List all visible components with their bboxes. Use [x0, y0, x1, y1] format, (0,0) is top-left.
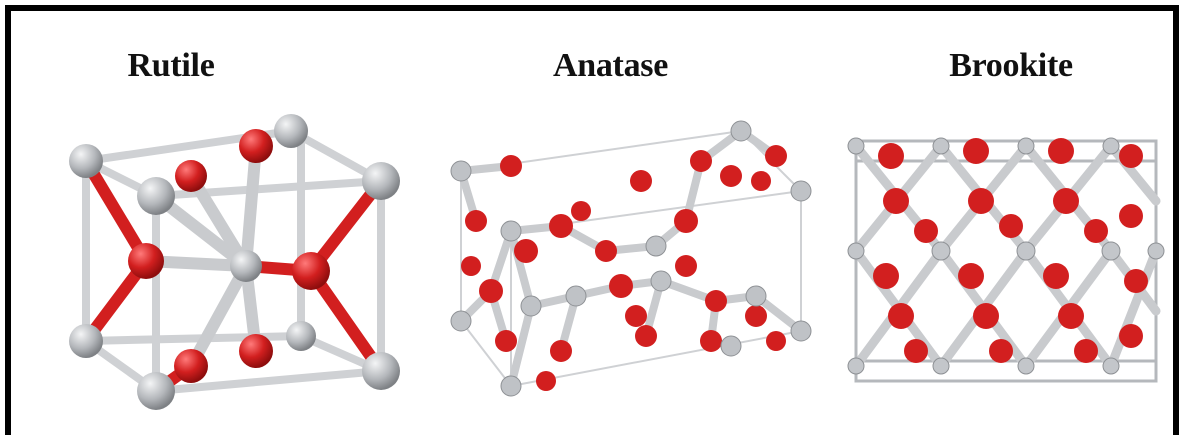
rutile-structure — [69, 114, 400, 410]
panel-title-brookite: Brookite — [949, 47, 1073, 84]
figure-frame: Rutile — [5, 5, 1179, 435]
anatase-structure — [450, 120, 812, 397]
anatase-oxygen-atoms — [461, 145, 787, 391]
brookite-oxygen-atoms — [873, 138, 1148, 363]
panel-title-rutile: Rutile — [127, 47, 215, 84]
rutile-oxygen-atoms — [128, 129, 330, 383]
anatase-titanium-atoms — [450, 120, 812, 397]
brookite-structure — [847, 137, 1165, 383]
brookite-titanium-atoms — [847, 137, 1165, 375]
panel-rutile: Rutile — [31, 11, 421, 441]
panel-anatase: Anatase — [431, 11, 826, 441]
panel-title-anatase: Anatase — [552, 47, 668, 84]
panel-brookite: Brookite — [831, 11, 1181, 441]
rutile-titanium-atoms — [69, 114, 400, 410]
